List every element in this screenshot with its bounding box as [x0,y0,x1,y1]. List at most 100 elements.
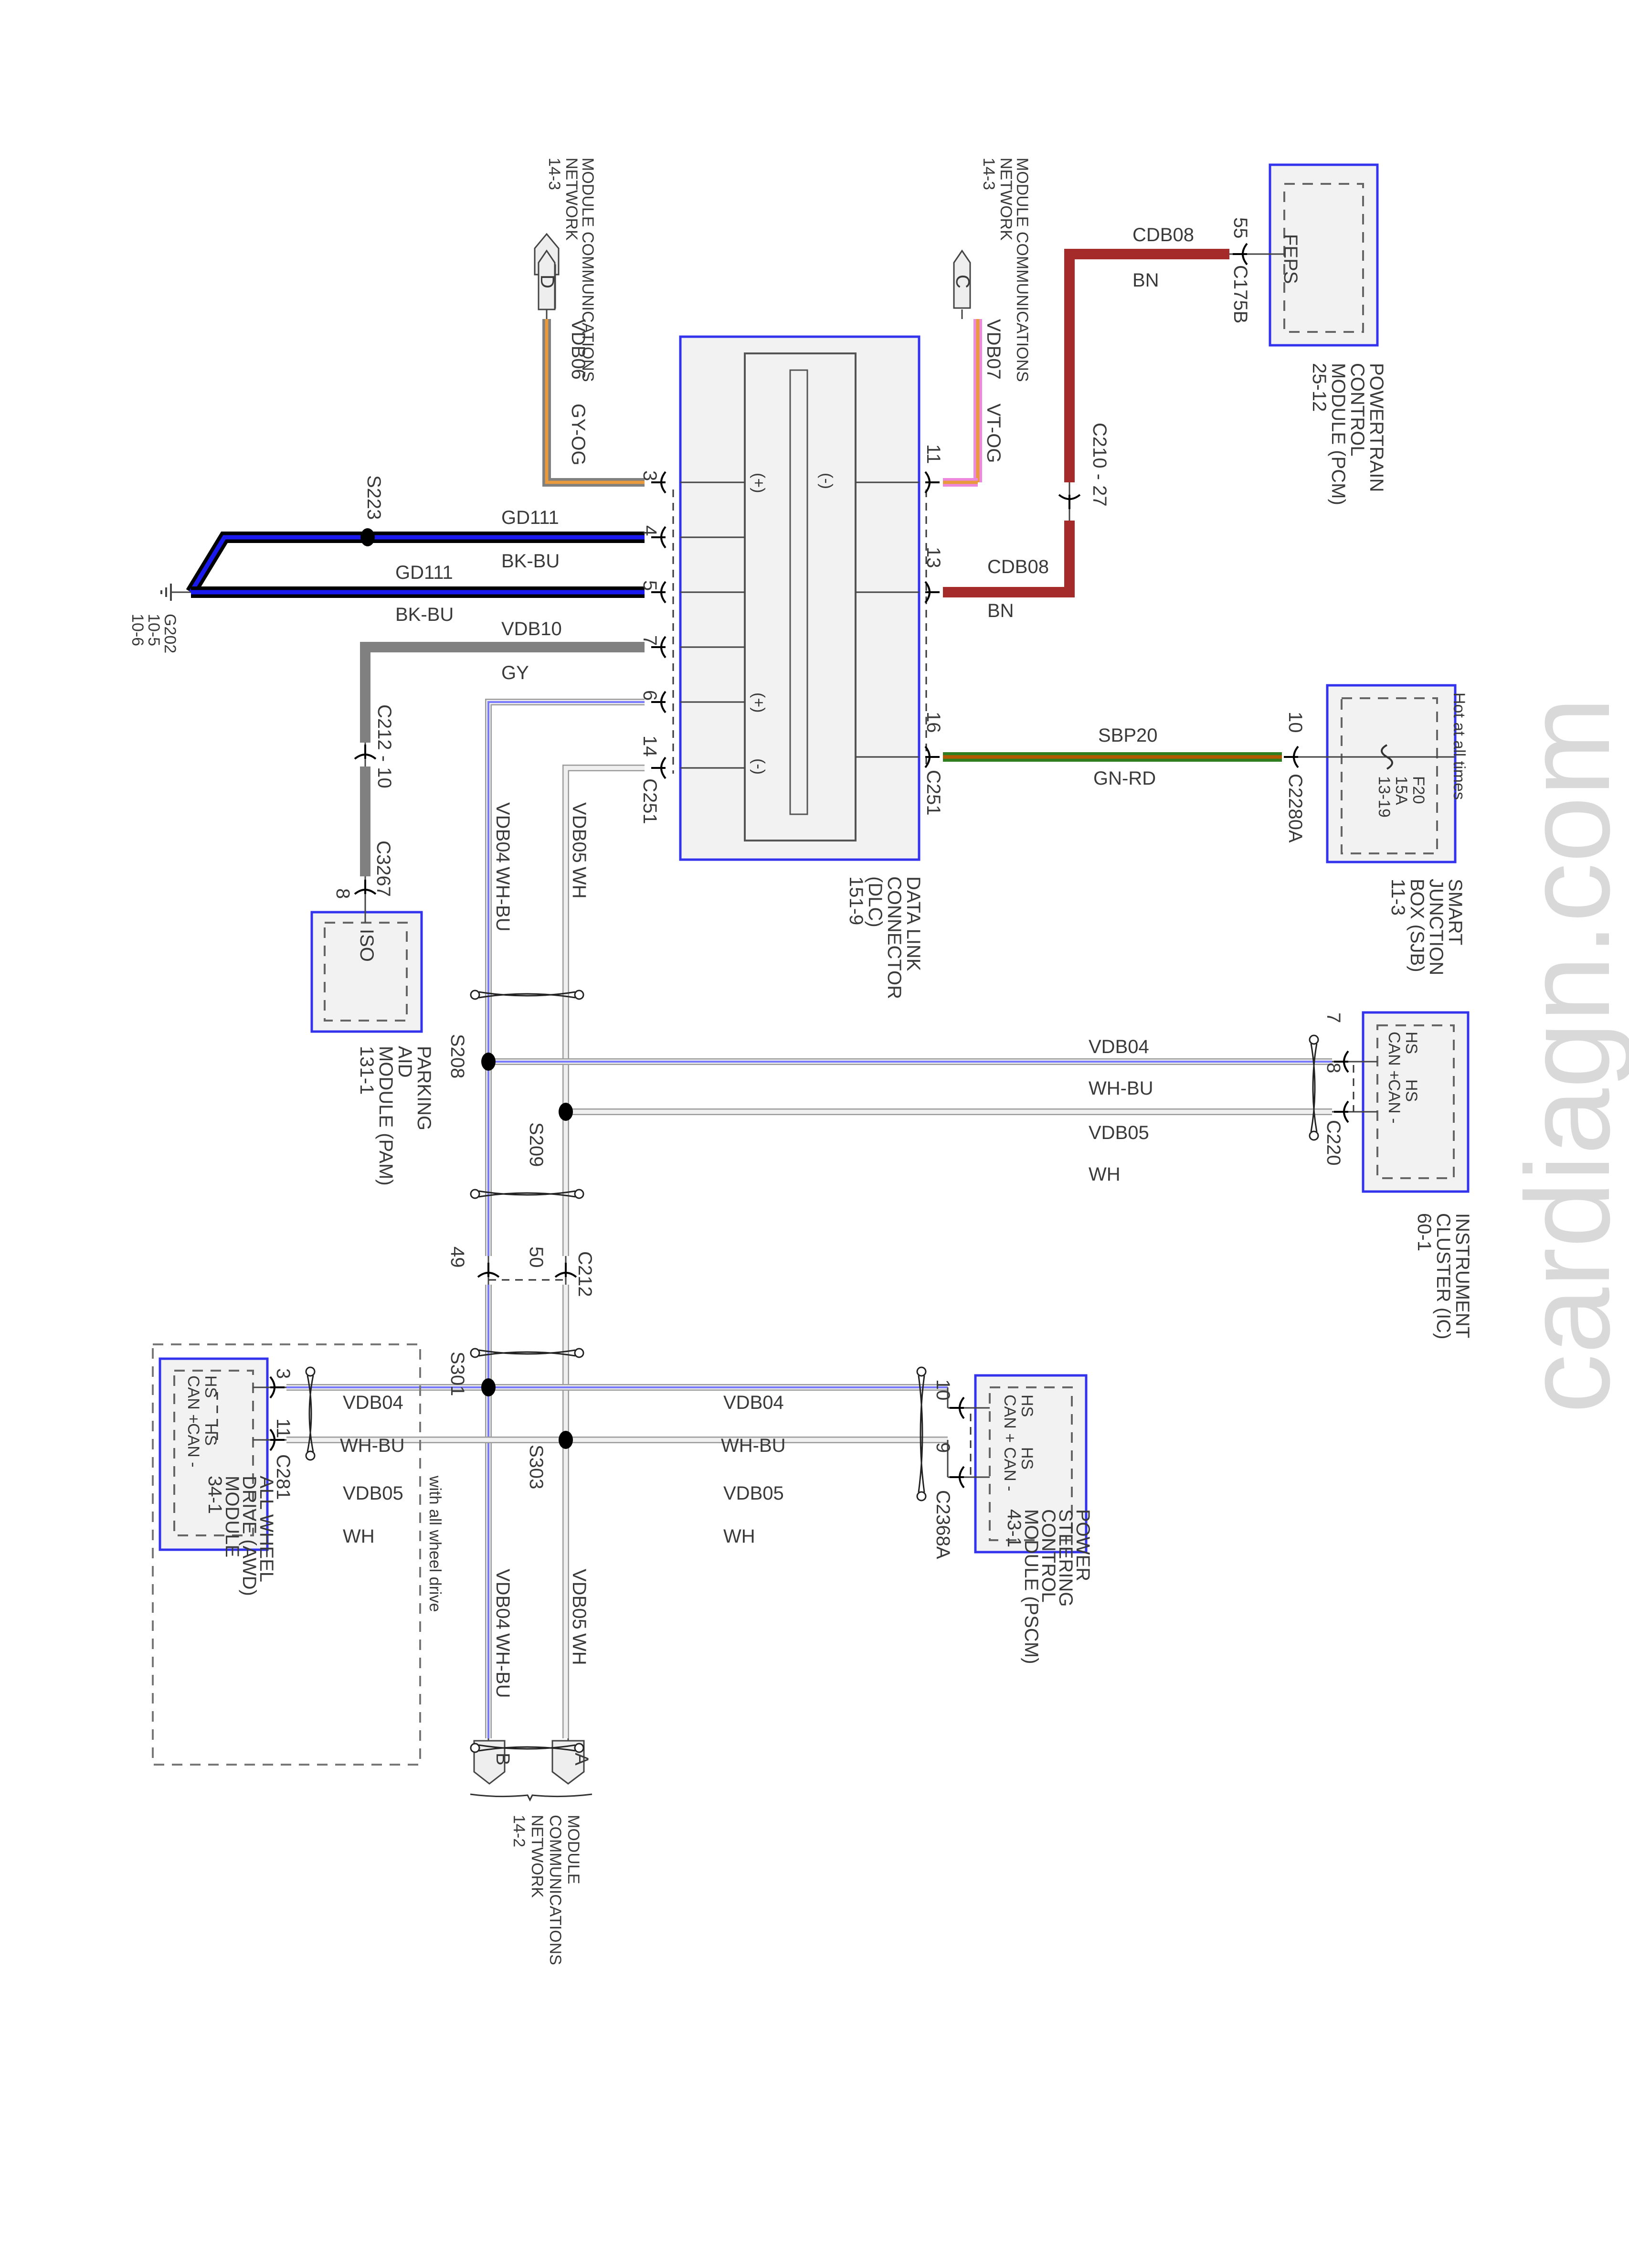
wire-vdb04-dlc-stripe [487,701,645,1256]
svg-text:HS: HS [201,1423,220,1446]
svg-text:16: 16 [923,712,944,733]
svg-text:25-12: 25-12 [1309,363,1330,412]
offpage-a-letter: A [571,1753,592,1766]
sjb-connector: C2280A [1285,774,1306,843]
svg-text:10-5: 10-5 [145,614,163,646]
offpage-b-letter: B [492,1753,513,1766]
svg-text:VDB05: VDB05 [569,1569,590,1629]
splice-s209 [559,1103,573,1121]
pcm-pin-chevron [1233,243,1248,266]
pcm-box[interactable] [1269,163,1379,347]
offpage-connector-c[interactable]: C MODULE COMMUNICATIONS NETWORK 14-3 [952,158,1031,382]
smart-junction-box[interactable]: F20 15A 13-19 Hot at all times 10 C2280A… [1285,684,1468,975]
c212-label: C212 [574,1251,595,1297]
svg-text:C210 - 27: C210 - 27 [1089,423,1110,507]
svg-text:11-3: 11-3 [1387,879,1408,916]
svg-text:GY-OG: GY-OG [568,404,589,466]
wire-labels: VDB06 GY-OG VDB07 VT-OG CDB08 BN CDB08 B… [340,224,1194,1698]
svg-text:7: 7 [639,635,660,646]
sjb-box[interactable] [1326,684,1457,863]
pam-name: PARKING AID MODULE (PAM) 131-1 [356,1046,434,1186]
awd-box[interactable] [159,1357,269,1551]
svg-text:WH-BU: WH-BU [492,867,513,932]
svg-text:MODULE (PAM): MODULE (PAM) [375,1046,396,1186]
ic-pin7-chevron [1334,1050,1349,1073]
splice-s301-label: S301 [447,1352,468,1396]
svg-text:AID: AID [394,1046,415,1078]
splice-s208 [481,1053,496,1071]
c212-pin50: 50 [526,1246,547,1268]
wire-vdb06-stripe [545,319,645,484]
svg-text:VDB06: VDB06 [568,319,589,380]
instrument-cluster[interactable]: HS CAN + HS CAN - 7 8 C220 INSTRUMENT CL… [1323,1011,1473,1339]
svg-text:14-2: 14-2 [510,1815,528,1847]
pam-pin: 8 [332,888,353,899]
twisted-pair-icon [478,1190,576,1198]
pam-box[interactable] [310,911,423,1033]
offpage-d-ref: MODULE COMMUNICATIONS NETWORK 14-3 [545,158,597,382]
svg-text:MODULE COMMUNICATIONS: MODULE COMMUNICATIONS [579,158,597,382]
dlc-left-pin-4 [651,691,666,713]
pscm-box[interactable] [974,1374,1088,1554]
svg-text:WH: WH [723,1526,755,1547]
power-steering-control-module[interactable]: HS CAN + HS CAN - 10 9 C2368A POWER STEE… [932,1374,1093,1664]
svg-text:10-6: 10-6 [128,614,147,646]
ic-name: INSTRUMENT CLUSTER (IC) 60-1 [1414,1213,1473,1339]
ic-box[interactable] [1362,1011,1470,1193]
splice-s303-label: S303 [526,1445,547,1489]
svg-text:INSTRUMENT: INSTRUMENT [1452,1213,1473,1338]
awd-pin11-chevron [269,1428,285,1451]
svg-text:F20: F20 [1409,776,1428,804]
svg-text:CONTROL: CONTROL [1347,363,1368,457]
svg-text:VDB04: VDB04 [723,1392,784,1413]
svg-text:STEERING: STEERING [1055,1509,1076,1607]
fuse-icon [1381,744,1393,770]
data-link-connector[interactable]: (+) (-) (+) (-) DATA LINK CONNECTOR (DLC… [639,335,944,999]
all-wheel-drive-module[interactable]: HS CAN + HS CAN - 3 11 C281 ALL WHEEL DR… [152,1343,444,1766]
pcm-feps-label: FEPS [1280,234,1301,284]
svg-text:HS: HS [1018,1395,1036,1417]
dlc-right-pin-0 [924,471,940,494]
pscm-inner [989,1386,1073,1541]
svg-text:MODULE (PSCM): MODULE (PSCM) [1021,1509,1042,1664]
svg-text:VDB04: VDB04 [492,1569,513,1629]
svg-text:VDB05: VDB05 [343,1483,403,1504]
ic-pin8: 8 [1323,1063,1344,1073]
c212-50-chevron [554,1263,577,1278]
offpage-ab-brace [470,1793,592,1802]
dlc-right-pin-1 [924,581,940,604]
awd-connector: C281 [273,1454,294,1500]
offpage-connector-d[interactable]: D MODULE COMMUNICATIONS NETWORK 14-3 [534,158,597,382]
c210-chevron [1058,494,1081,509]
twisted-pair-icon [478,1349,576,1357]
svg-text:14: 14 [639,735,660,757]
ic-inner [1376,1024,1455,1179]
watermark: cardiagn.com [1501,697,1629,1414]
svg-text:(DLC): (DLC) [865,876,886,927]
parking-aid-module[interactable]: ISO 8 C3267 PARKING AID MODULE (PAM) 131… [310,841,434,1186]
svg-text:VDB04: VDB04 [1089,1036,1149,1057]
svg-text:DATA LINK: DATA LINK [903,876,924,971]
offpage-c-letter: C [952,275,973,288]
svg-text:ALL WHEEL: ALL WHEEL [256,1476,277,1582]
svg-text:CAN -: CAN - [1001,1447,1019,1491]
wire-cdb08-b [943,521,1075,597]
svg-text:SBP20: SBP20 [1098,725,1158,746]
c212-gy-chevron [354,745,377,760]
svg-text:14-3: 14-3 [545,158,563,190]
dlc-left-pin-0 [651,471,666,494]
svg-text:CLUSTER (IC): CLUSTER (IC) [1433,1213,1454,1339]
awd-name: ALL WHEEL DRIVE (AWD) MODULE 34-1 [204,1476,277,1596]
twisted-pair-icon [1310,1043,1318,1132]
splice-s209-label: S209 [526,1122,547,1167]
svg-text:34-1: 34-1 [204,1476,225,1514]
svg-text:C212 - 10: C212 - 10 [374,704,395,788]
svg-text:13: 13 [923,547,944,568]
powertrain-control-module[interactable]: FEPS 55 C175B POWERTRAIN CONTROL MODULE … [1230,163,1387,505]
svg-text:60-1: 60-1 [1414,1213,1435,1251]
offpage-connector-b[interactable]: B [473,1740,513,1785]
pcm-name: POWERTRAIN CONTROL MODULE (PCM) 25-12 [1309,363,1387,505]
svg-text:43-1: 43-1 [1004,1509,1025,1547]
ic-pin7: 7 [1323,1012,1344,1023]
